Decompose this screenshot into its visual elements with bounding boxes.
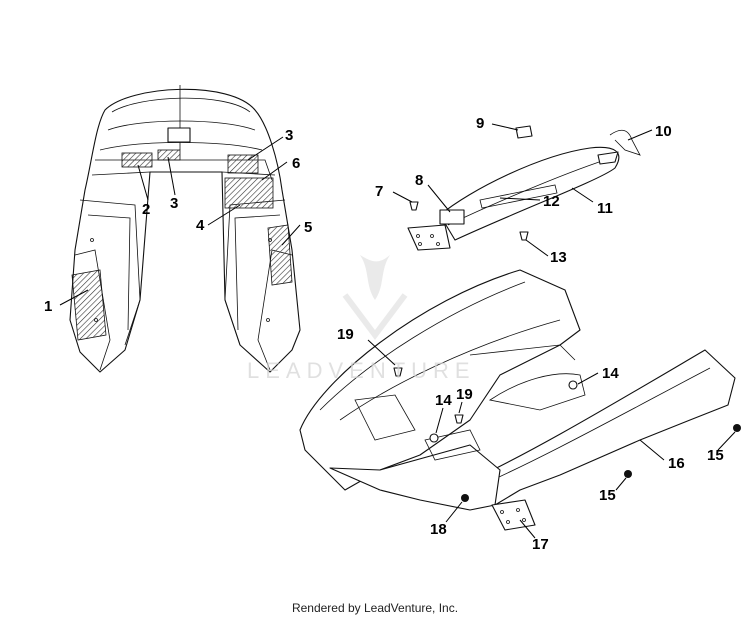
hood-assembly — [69, 85, 301, 373]
callout-19-left: 19 — [337, 326, 354, 343]
screw-19-right — [454, 414, 464, 424]
leader-lines — [59, 123, 736, 539]
callout-8: 8 — [415, 172, 423, 189]
callout-15-right: 15 — [707, 447, 724, 464]
callout-15-left: 15 — [599, 487, 616, 504]
nut-15-left — [624, 470, 632, 478]
callout-14-left: 14 — [435, 392, 452, 409]
callout-18: 18 — [430, 521, 447, 538]
callout-14-right: 14 — [602, 365, 619, 382]
decal-1 — [71, 269, 107, 341]
clip-9 — [515, 125, 533, 139]
callout-17: 17 — [532, 536, 549, 553]
callout-5: 5 — [304, 219, 312, 236]
callout-13: 13 — [550, 249, 567, 266]
decal-6 — [224, 177, 274, 209]
mount-plate — [407, 224, 451, 251]
footer-credit: Rendered by LeadVenture, Inc. — [292, 601, 458, 615]
decal-3-left — [157, 149, 181, 161]
handle-10 — [609, 129, 641, 156]
callout-11: 11 — [597, 200, 613, 217]
decal-3-right — [227, 154, 259, 174]
headlight-pod — [407, 125, 641, 251]
callout-19-right: 19 — [456, 386, 473, 403]
callout-4: 4 — [196, 217, 205, 234]
decal-8 — [439, 209, 465, 225]
watermark: LEADVENTURE — [247, 255, 476, 383]
callout-3-lower: 3 — [170, 195, 178, 212]
callout-6: 6 — [292, 155, 300, 172]
belly-pan-assembly — [299, 269, 741, 531]
decal-2 — [121, 152, 153, 168]
screw-7 — [409, 201, 419, 211]
callout-7: 7 — [375, 183, 383, 200]
callout-9: 9 — [476, 115, 484, 132]
callout-16: 16 — [668, 455, 685, 472]
screw-13 — [519, 231, 529, 241]
callout-3-upper: 3 — [285, 127, 293, 144]
nut-18 — [461, 494, 469, 502]
washer-14-left — [429, 433, 439, 443]
watermark-text: LEADVENTURE — [247, 358, 476, 383]
decal-5 — [267, 224, 293, 286]
nut-15-right — [733, 424, 741, 432]
washer-14-right — [568, 380, 578, 390]
callout-12: 12 — [543, 193, 560, 210]
callout-10: 10 — [655, 123, 672, 140]
screw-19-left — [393, 367, 403, 377]
callout-2: 2 — [142, 201, 150, 218]
callout-labels: 1 2 3 3 4 5 6 7 8 9 10 11 12 13 14 14 15… — [44, 115, 724, 553]
plate-17 — [491, 499, 536, 531]
callout-1: 1 — [44, 298, 52, 315]
